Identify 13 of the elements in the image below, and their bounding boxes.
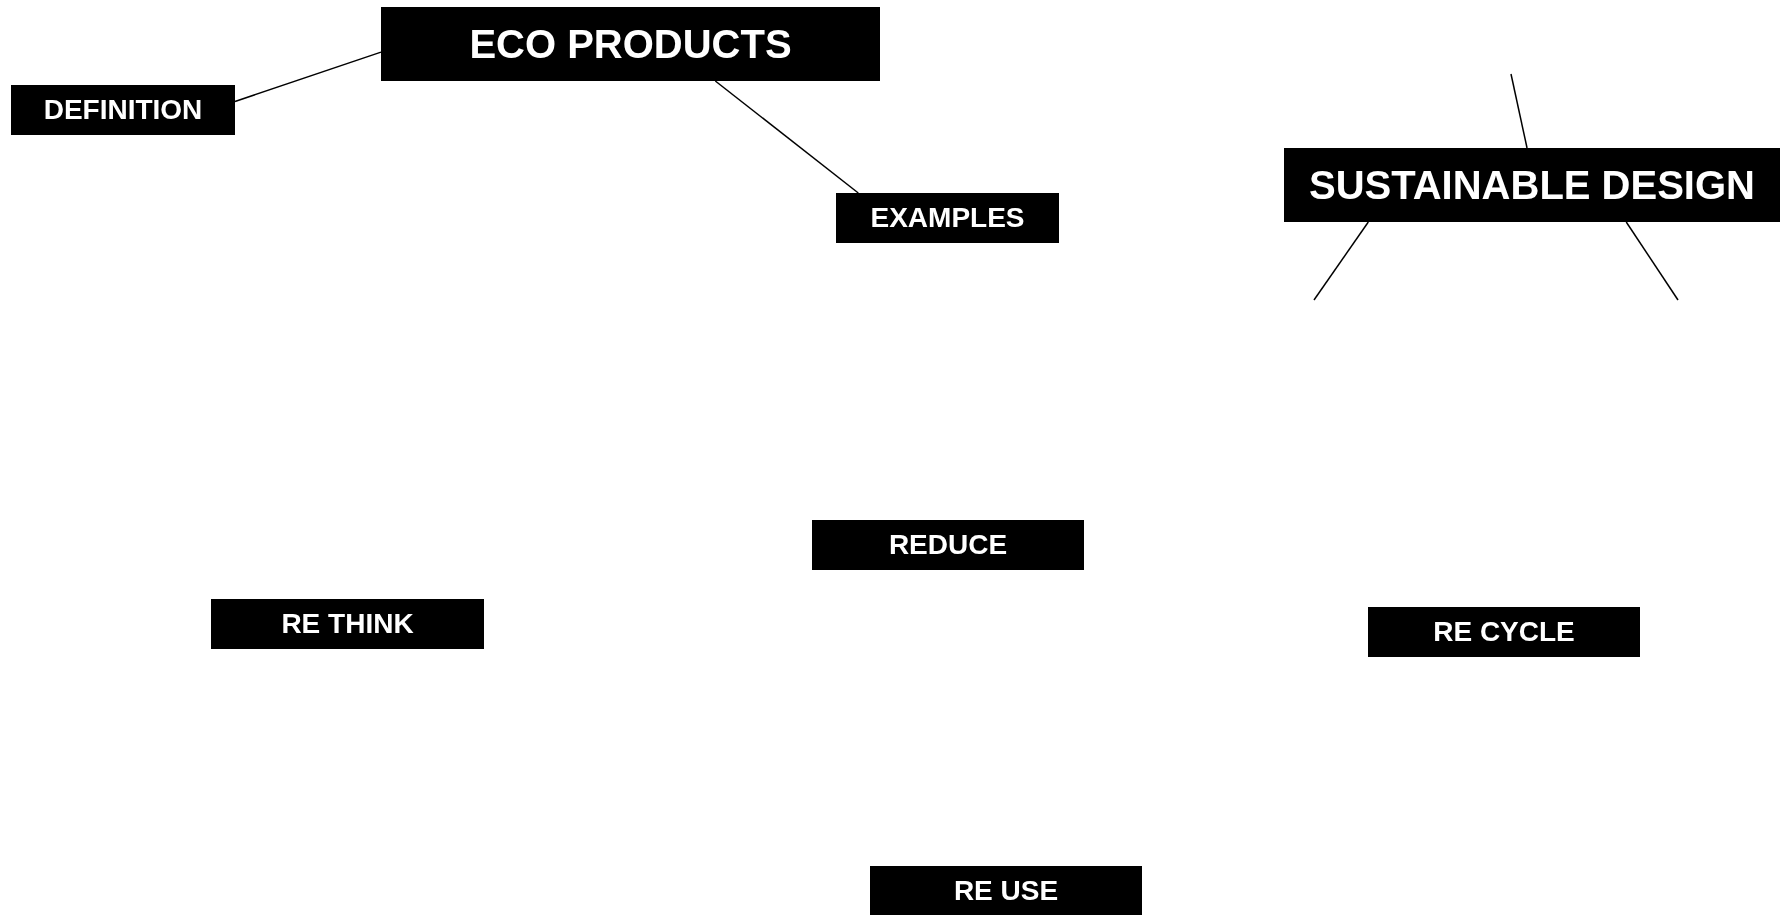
label-box: DEFINITION bbox=[11, 85, 235, 135]
label-box: ECO PRODUCTS bbox=[381, 7, 880, 81]
connector-line bbox=[1625, 221, 1679, 301]
label-box: RE THINK bbox=[211, 599, 484, 649]
label-box: RE USE bbox=[870, 866, 1142, 915]
label-box: REDUCE bbox=[812, 520, 1084, 570]
label-box: SUSTAINABLE DESIGN bbox=[1284, 148, 1780, 222]
label-box: EXAMPLES bbox=[836, 193, 1059, 243]
label-box: RE CYCLE bbox=[1368, 607, 1640, 657]
connector-line bbox=[1510, 73, 1528, 149]
connector-line bbox=[234, 51, 382, 103]
connector-line bbox=[714, 80, 860, 194]
connector-line bbox=[1313, 221, 1370, 301]
